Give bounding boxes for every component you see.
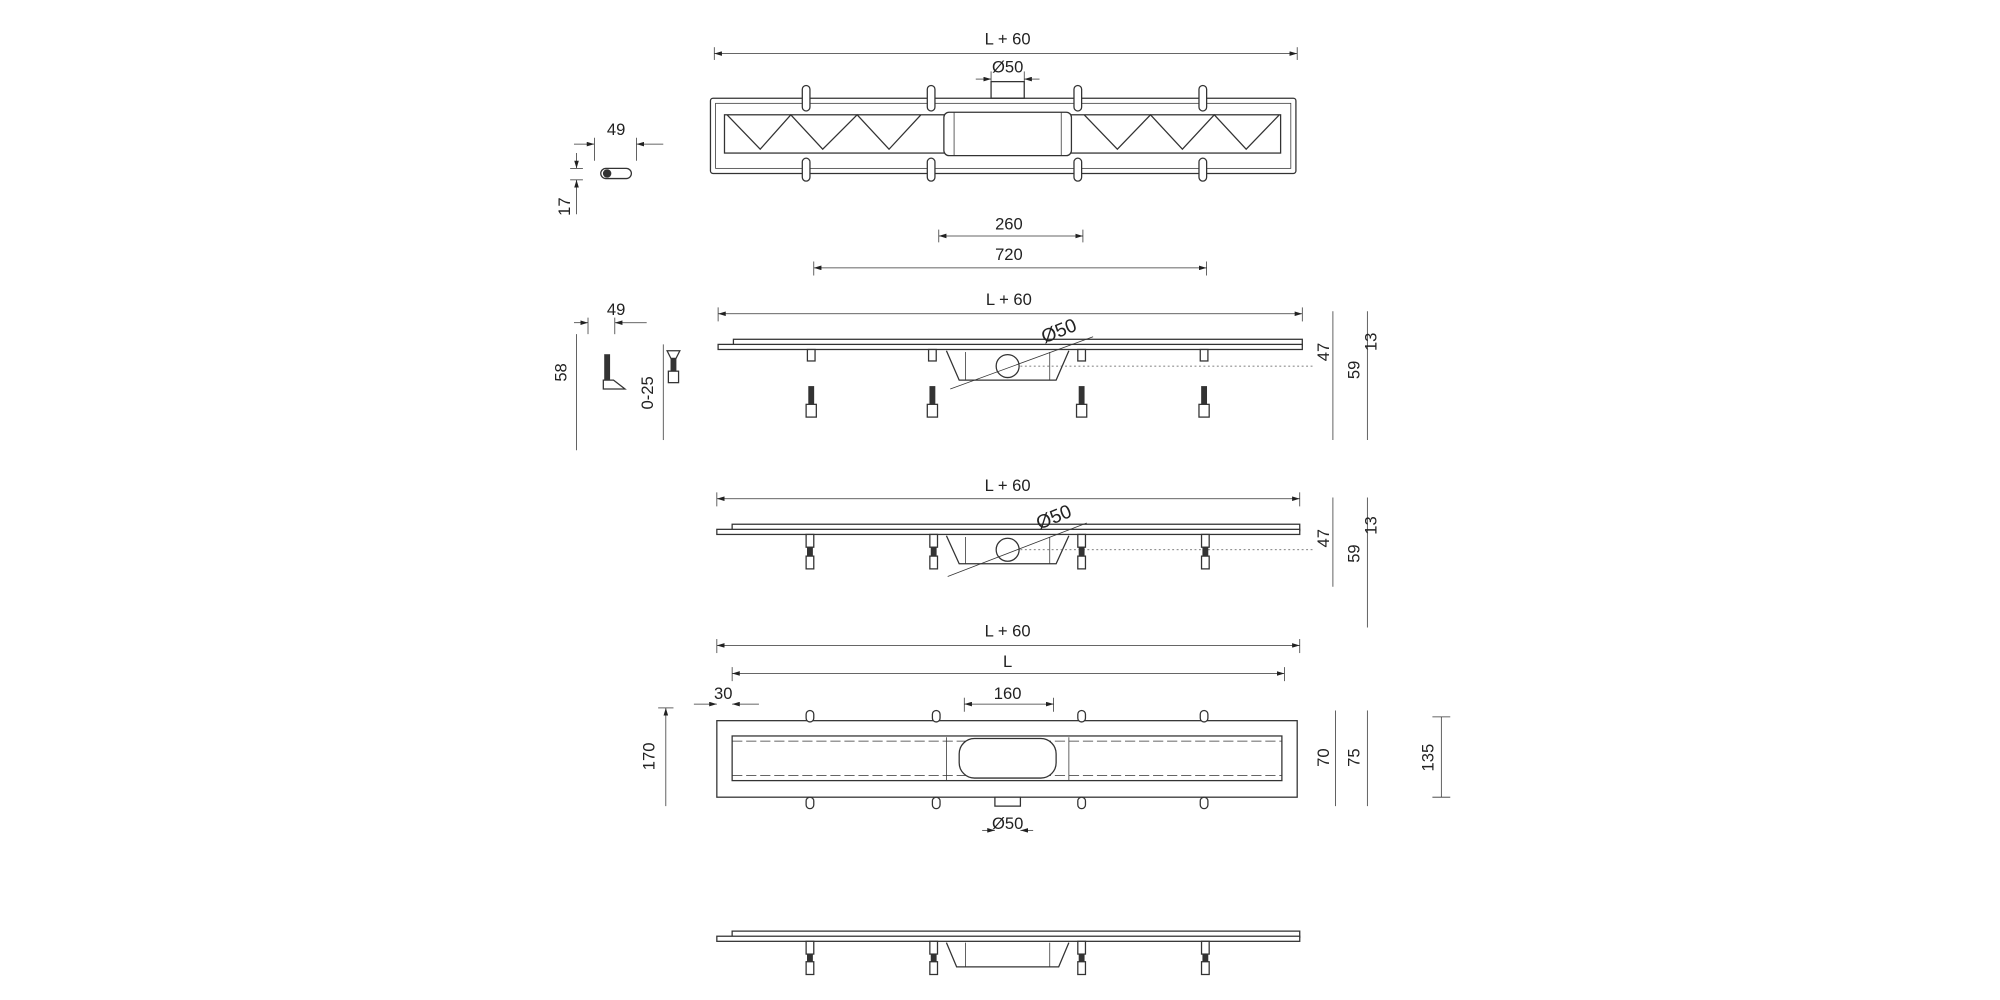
dim-foot-height: 58 [551, 363, 570, 381]
dim-outlet-diameter: Ø50 [992, 814, 1023, 833]
top-plan-view: L + 60 Ø50 49 17 [555, 30, 1298, 216]
dim-leg-span: 720 [995, 245, 1023, 264]
dim-overall-length: L + 60 [986, 290, 1032, 309]
outlet-circle [995, 537, 1020, 562]
dim-outlet-diameter: Ø50 [992, 58, 1023, 77]
dim-right-1: 47 [1314, 343, 1333, 361]
mounting-clips [801, 84, 1208, 182]
side-view-bottom [716, 930, 1301, 976]
short-legs [805, 533, 1210, 570]
dim-edge-offset: 30 [714, 684, 732, 703]
central-sump [958, 737, 1057, 779]
side-view-low: L + 60 Ø50 47 59 13 [716, 476, 1380, 628]
adjustable-legs [805, 348, 1210, 418]
outlet-pipe [990, 80, 1025, 99]
central-sump [943, 111, 1073, 157]
channel-body [709, 97, 1297, 175]
dim-right-3: 13 [1361, 516, 1380, 534]
dim-overall-length: L + 60 [985, 30, 1031, 49]
dim-overall-length: L + 60 [985, 621, 1031, 640]
dim-foot-width: 49 [607, 300, 625, 319]
bottom-plan-view: L + 60 L 30 160 170 Ø50 70 75 [639, 621, 1451, 833]
spacing-dimensions: 260 720 [813, 215, 1208, 276]
dim-right-2: 59 [1345, 544, 1364, 562]
short-legs [805, 940, 1210, 976]
dim-adjust-range: 0-25 [638, 376, 657, 409]
mounting-clips [805, 709, 1209, 810]
dim-right-2: 75 [1345, 748, 1364, 766]
dim-overall-length: L + 60 [985, 476, 1031, 495]
dim-right-1: 47 [1314, 529, 1333, 547]
dim-width: 170 [639, 743, 658, 771]
side-view-high: L + 60 Ø50 49 58 0-25 47 59 13 [551, 290, 1380, 451]
dim-right-3: 135 [1419, 744, 1438, 772]
dim-outlet-span: 260 [995, 215, 1023, 234]
dim-right-2: 59 [1345, 361, 1364, 379]
outlet-pipe [994, 796, 1022, 807]
dim-right-1: 70 [1314, 748, 1333, 766]
dim-center-span: 160 [994, 684, 1022, 703]
dim-side-height: 17 [555, 197, 574, 215]
dim-side-width: 49 [607, 120, 625, 139]
dim-length: L [1003, 652, 1012, 671]
dim-right-3: 13 [1361, 333, 1380, 351]
outlet-circle [995, 353, 1020, 379]
